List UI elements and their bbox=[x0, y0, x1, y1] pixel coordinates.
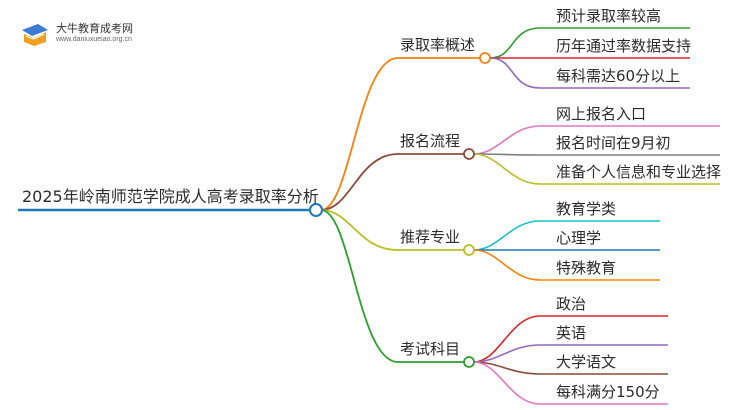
leaf-connector bbox=[473, 249, 541, 281]
leaf-connector bbox=[473, 153, 541, 185]
leaf-label: 心理学 bbox=[556, 229, 602, 247]
leaf-label: 每科需达60分以上 bbox=[556, 67, 681, 85]
leaf-connector bbox=[473, 125, 541, 155]
branch-label: 录取率概述 bbox=[400, 36, 476, 54]
leaf-label: 报名时间在9月初 bbox=[556, 134, 671, 152]
leaf-label: 政治 bbox=[556, 295, 587, 313]
branch-connector bbox=[320, 209, 399, 363]
leaf-label: 预计录取率较高 bbox=[556, 7, 662, 25]
root-node bbox=[309, 203, 323, 217]
branch-connector bbox=[320, 153, 399, 211]
leaf-label: 网上报名入口 bbox=[556, 105, 647, 123]
branch-node bbox=[463, 148, 475, 160]
branch-connector bbox=[320, 209, 399, 251]
branch-node bbox=[463, 244, 475, 256]
root-label: 2025年岭南师范学院成人高考录取率分析 bbox=[22, 187, 319, 206]
branch-node bbox=[479, 52, 491, 64]
book-cap-icon bbox=[22, 24, 48, 46]
leaf-label: 历年通过率数据支持 bbox=[556, 37, 692, 55]
logo: 大牛教育成考网 www.daniuxueiao.org.cn bbox=[18, 18, 178, 48]
logo-url: www.daniuxueiao.org.cn bbox=[56, 36, 132, 43]
leaf-connector bbox=[473, 220, 541, 251]
leaf-label: 准备个人信息和专业选择 bbox=[556, 163, 722, 181]
branch-label: 推荐专业 bbox=[400, 228, 461, 246]
leaf-label: 每科满分150分 bbox=[556, 383, 660, 401]
leaf-connector bbox=[489, 27, 541, 59]
branch-label: 报名流程 bbox=[400, 132, 461, 150]
logo-title: 大牛教育成考网 bbox=[56, 22, 133, 35]
leaf-label: 英语 bbox=[556, 324, 587, 342]
leaf-label: 大学语文 bbox=[556, 353, 617, 371]
leaf-connector bbox=[473, 315, 541, 363]
branch-label: 考试科目 bbox=[400, 340, 461, 358]
branch-connector bbox=[320, 57, 399, 211]
leaf-connector bbox=[473, 361, 541, 405]
leaf-label: 特殊教育 bbox=[556, 259, 617, 277]
branch-node bbox=[463, 356, 475, 368]
leaf-label: 教育学类 bbox=[556, 200, 617, 218]
leaf-connector bbox=[489, 57, 541, 89]
leaf-connector bbox=[473, 344, 541, 363]
